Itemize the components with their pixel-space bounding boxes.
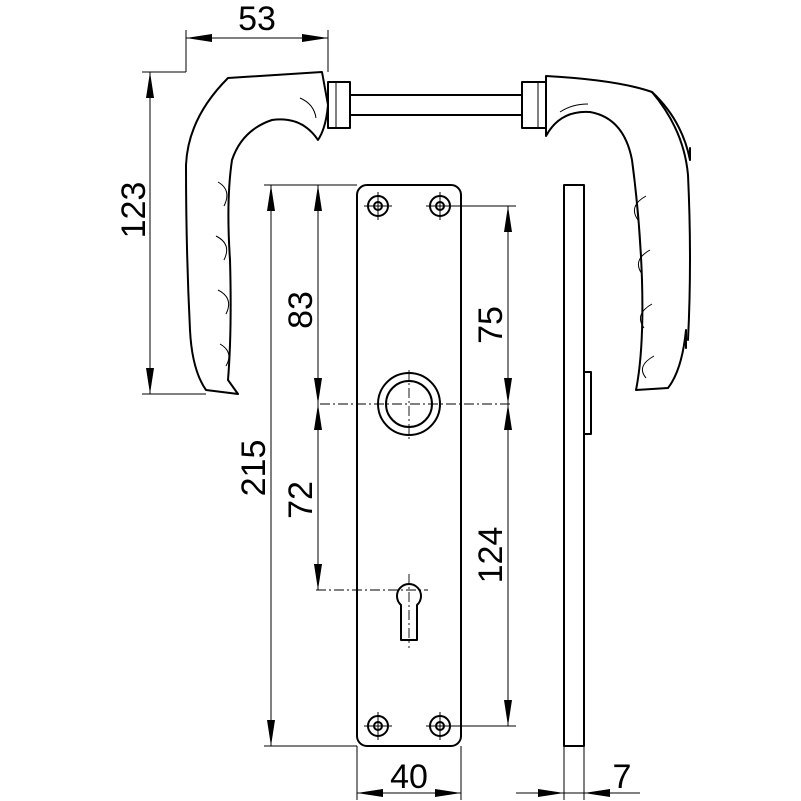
dim-label-215: 215 <box>235 440 273 497</box>
lever-rose <box>320 370 510 440</box>
dim-label-123: 123 <box>115 182 153 239</box>
dim-label-72: 72 <box>282 481 320 519</box>
right-lever-handle <box>521 75 691 391</box>
dim-label-7: 7 <box>613 758 632 796</box>
left-lever-handle <box>185 71 351 395</box>
keyhole <box>316 574 428 648</box>
dim-label-53: 53 <box>238 0 276 38</box>
dimension-lines <box>142 30 640 800</box>
dim-label-75: 75 <box>472 306 510 344</box>
dim-label-124: 124 <box>472 527 510 584</box>
screw-bottom-left <box>364 712 392 740</box>
dim-label-83: 83 <box>282 291 320 329</box>
spindle <box>349 94 523 116</box>
plate-side-view <box>563 184 592 747</box>
backplate <box>356 184 462 747</box>
plate-front-view <box>316 184 510 747</box>
screw-top-left <box>364 192 392 220</box>
dimension-labels: 53 123 215 83 72 75 124 40 7 <box>115 0 631 796</box>
dim-label-40: 40 <box>390 758 428 796</box>
